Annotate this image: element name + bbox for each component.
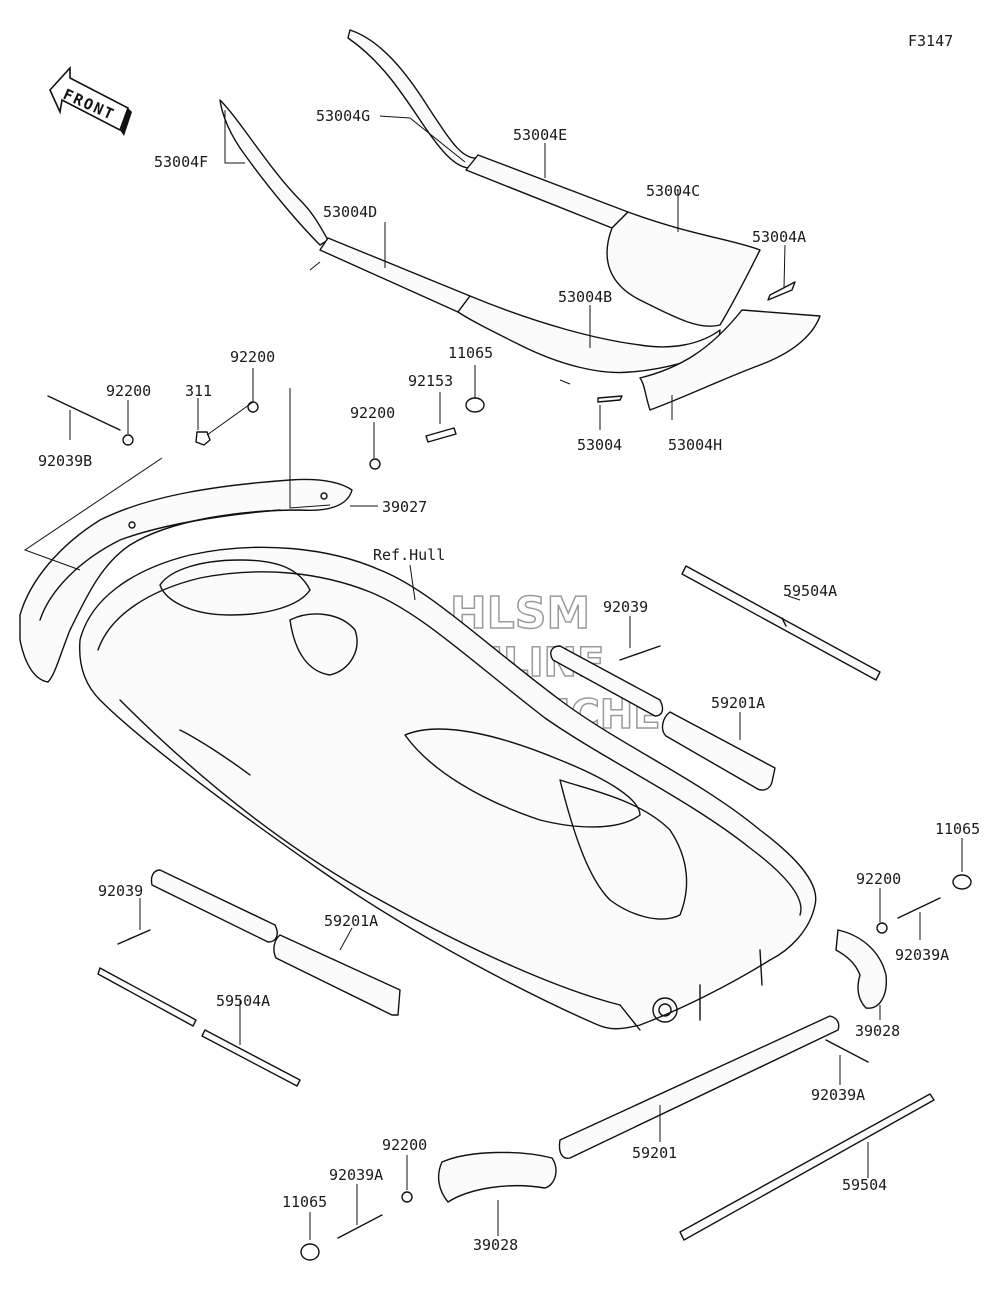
label-92200-c: 92200 xyxy=(350,404,395,422)
leader-lines xyxy=(23,110,963,1240)
label-92039-right: 92039 xyxy=(603,598,648,616)
rail-59201A-left xyxy=(150,869,401,1016)
rail-59504A-top xyxy=(681,565,881,681)
label-39028-right: 39028 xyxy=(855,1022,900,1040)
label-11065-bottom: 11065 xyxy=(282,1193,327,1211)
label-92039A-right: 92039A xyxy=(895,946,949,964)
label-311: 311 xyxy=(185,382,212,400)
fasteners xyxy=(47,395,972,1261)
figure-code: F3147 xyxy=(908,32,953,50)
label-92039A-bottom: 92039A xyxy=(329,1166,383,1184)
pad-53004F xyxy=(219,99,329,246)
pad-53004G xyxy=(347,29,479,169)
pad-53004E xyxy=(465,154,629,229)
label-ref-hull: Ref.Hull xyxy=(373,546,445,564)
pad-53004D xyxy=(319,237,471,313)
label-53004F: 53004F xyxy=(154,153,208,171)
pad-53004A xyxy=(767,281,796,301)
label-11065-top: 11065 xyxy=(448,344,493,362)
label-92200-bottom: 92200 xyxy=(382,1136,427,1154)
label-92039-left: 92039 xyxy=(98,882,143,900)
label-11065-right: 11065 xyxy=(935,820,980,838)
hull-reference xyxy=(78,546,817,1031)
rail-59504 xyxy=(679,1093,935,1241)
pad-53004C xyxy=(606,211,761,327)
label-39027: 39027 xyxy=(382,498,427,516)
label-59504A-top: 59504A xyxy=(783,582,837,600)
label-92039B: 92039B xyxy=(38,452,92,470)
label-59201A-right: 59201A xyxy=(711,694,765,712)
bumper-39027 xyxy=(19,478,353,683)
label-53004E: 53004E xyxy=(513,126,567,144)
label-53004A: 53004A xyxy=(752,228,806,246)
pad-53004H xyxy=(639,309,821,411)
label-59504: 59504 xyxy=(842,1176,887,1194)
label-92200-b: 92200 xyxy=(106,382,151,400)
seat-mat-pads xyxy=(219,29,821,411)
label-92153: 92153 xyxy=(408,372,453,390)
label-92200-right: 92200 xyxy=(856,870,901,888)
bumper-39028-bottom xyxy=(437,1151,557,1203)
pad-53004 xyxy=(597,395,623,403)
label-59504A-left: 59504A xyxy=(216,992,270,1010)
rail-59201A-right xyxy=(550,645,776,791)
label-59201: 59201 xyxy=(632,1144,677,1162)
label-92039A-mid: 92039A xyxy=(811,1086,865,1104)
label-53004: 53004 xyxy=(577,436,622,454)
bumper-39028-right xyxy=(835,929,887,1009)
rail-59201 xyxy=(558,1015,840,1159)
label-53004G: 53004G xyxy=(316,107,370,125)
label-53004D: 53004D xyxy=(323,203,377,221)
label-92200-a: 92200 xyxy=(230,348,275,366)
rail-59504A-left xyxy=(97,967,301,1087)
label-53004H: 53004H xyxy=(668,436,722,454)
label-39028-bottom: 39028 xyxy=(473,1236,518,1254)
front-arrow-icon: FRONT xyxy=(49,65,132,136)
part-labels: 53004G 53004E 53004F 53004C 53004D 53004… xyxy=(38,107,980,1254)
label-53004C: 53004C xyxy=(646,182,700,200)
label-53004B: 53004B xyxy=(558,288,612,306)
label-59201A-left: 59201A xyxy=(324,912,378,930)
